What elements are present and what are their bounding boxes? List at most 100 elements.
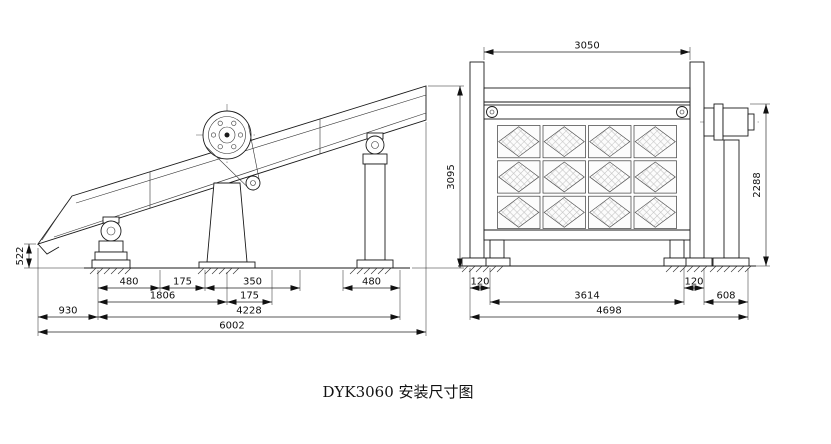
screen-deck-outline (36, 85, 427, 245)
right-support-pedestal (362, 153, 388, 165)
feed-end-plate-line (41, 203, 67, 241)
right-support-spring-core (371, 141, 379, 149)
screen-panel (588, 125, 632, 159)
dim-label-480-front: 480 (119, 277, 138, 288)
ground-hatch (461, 265, 504, 273)
right-support-column (364, 163, 386, 261)
right-spring-support (356, 132, 394, 269)
motor-support-column (723, 139, 740, 259)
ground-hatch (709, 265, 752, 273)
deck-inner-line-top (75, 94, 427, 204)
exciter-hub (218, 126, 236, 144)
motor-body (722, 107, 749, 137)
end-view-feet (458, 239, 756, 273)
dim-label-6002: 6002 (219, 321, 244, 332)
motor-assembly (700, 103, 762, 267)
right-leg (669, 239, 685, 259)
dim-motor-height: 2288 (750, 103, 770, 267)
dim-label-350: 350 (243, 277, 262, 288)
exciter-shaft (224, 132, 230, 138)
dim-row-total-width: 4698 (470, 306, 748, 320)
dim-label-1806: 1806 (150, 291, 175, 302)
left-plate-base (461, 257, 489, 267)
dim-row-pads: 480 175 350 480 (98, 277, 400, 291)
ground-hatch (197, 267, 240, 275)
screen-panel (497, 195, 541, 229)
screen-panel (497, 125, 541, 159)
tie-pipe-bolt-right (679, 109, 685, 115)
dim-row-foot-offsets: 120 120 (470, 277, 704, 291)
vibrator-exciter (196, 104, 258, 166)
ground-hatch (89, 267, 132, 275)
dim-row-supports: 1806 175 (98, 291, 272, 305)
dim-label-3614: 3614 (574, 291, 599, 302)
left-support-block (94, 251, 128, 261)
middle-column-base (198, 261, 256, 269)
exciter-mid-ring (208, 116, 246, 154)
screen-panel (497, 160, 541, 194)
exciter-bolt (217, 120, 223, 126)
exciter-bolt (231, 120, 237, 126)
right-support-spring (365, 135, 385, 155)
tie-pipe-end-right (676, 106, 688, 118)
discharge-lip (37, 243, 60, 255)
left-support-base (91, 259, 131, 269)
drawing-title: DYK3060 安装尺寸图 (322, 383, 473, 401)
right-leg-base (663, 257, 689, 267)
belt-pulley-hub (250, 180, 256, 186)
side-view: 3095 522 (15, 85, 464, 336)
left-leg-base (485, 257, 511, 267)
dim-label-4698: 4698 (596, 306, 621, 317)
dim-row-foot-span: 3614 608 (490, 291, 748, 305)
right-support-base (356, 259, 394, 269)
dim-total-height: 3095 (412, 85, 464, 269)
exciter-bolt (211, 132, 217, 138)
left-support-pedestal (98, 240, 124, 253)
tie-pipe-end-left (486, 106, 498, 118)
dim-row-total: 6002 (38, 321, 426, 335)
exciter-bolt (217, 144, 223, 150)
dim-screen-width: 3050 (483, 41, 691, 60)
dim-row-span: 930 4228 (38, 306, 400, 320)
right-side-plate (689, 61, 705, 259)
screen-body (36, 85, 427, 255)
motor-support-base (712, 257, 750, 267)
screen-panel (588, 195, 632, 229)
screen-panel (588, 160, 632, 194)
screen-panel (633, 125, 677, 159)
side-view-dimensions: 3095 522 (15, 85, 464, 336)
dim-label-930: 930 (58, 306, 77, 317)
motor-bracket (703, 107, 715, 137)
screen-panel (633, 195, 677, 229)
motor-flange (713, 103, 724, 141)
side-view-ground (84, 267, 410, 275)
left-support-spring-core (106, 226, 116, 236)
left-spring-support (91, 216, 131, 269)
left-leg (489, 239, 505, 259)
dim-label-120-left: 120 (470, 277, 489, 288)
dim-label-175-b: 175 (240, 291, 259, 302)
exciter-bolt (231, 144, 237, 150)
dim-label-4228: 4228 (236, 306, 261, 317)
dim-discharge-height: 522 (15, 243, 84, 269)
screen-panel (542, 125, 586, 159)
drive-belt (205, 123, 261, 191)
dim-label-522: 522 (15, 246, 26, 265)
screen-panel (542, 160, 586, 194)
middle-support-column (198, 182, 256, 269)
end-view: 3050 2288 120 120 (458, 41, 770, 320)
belt-line-1 (205, 146, 248, 187)
dim-label-3050: 3050 (574, 41, 599, 52)
dim-label-120-right: 120 (684, 277, 703, 288)
exciter-bolt (238, 132, 244, 138)
dim-label-3095: 3095 (446, 164, 457, 189)
ground-hatch (349, 267, 392, 275)
right-plate-base (685, 257, 713, 267)
dim-label-175-a: 175 (173, 277, 192, 288)
middle-column (206, 182, 248, 263)
belt-line-2 (247, 123, 260, 180)
motor-end-cap (747, 113, 755, 131)
dim-label-608: 608 (716, 291, 735, 302)
dim-label-480-rear: 480 (362, 277, 381, 288)
